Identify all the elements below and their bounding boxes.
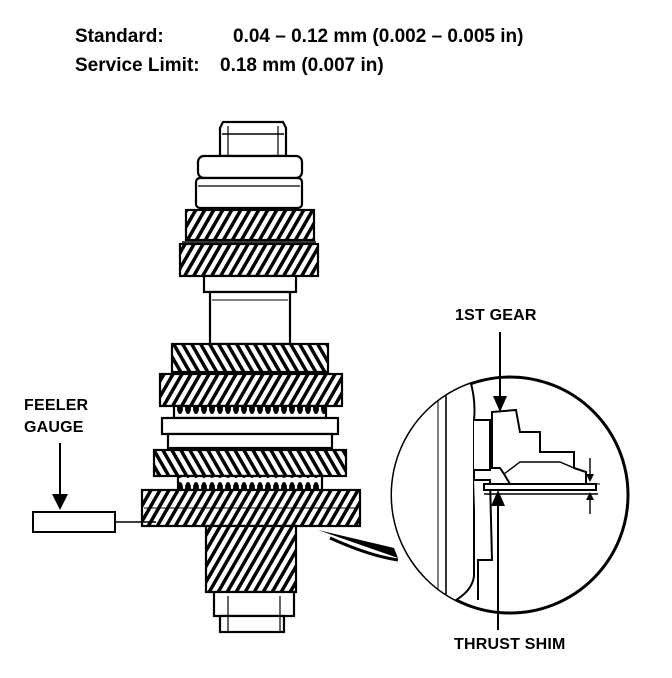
arrow-thrust-shim: [491, 490, 505, 630]
lower-shaft-teeth: [204, 524, 298, 594]
arrow-first-gear: [493, 332, 507, 412]
label-first-gear: 1ST GEAR: [455, 307, 537, 324]
spec-service-value: 0.18 mm (0.007 in): [220, 55, 384, 76]
label-feeler-line1: FEELER: [24, 397, 89, 414]
upper-hub: [194, 176, 304, 210]
feeler-gauge-body: [32, 511, 116, 533]
needle-bearing-upper: [172, 404, 328, 420]
label-thrust-shim: THRUST SHIM: [454, 636, 566, 653]
spec-service-label: Service Limit:: [75, 55, 200, 76]
gear-upper-2: [178, 242, 320, 278]
shaft-tail: [212, 590, 296, 618]
shaft-end: [218, 614, 286, 634]
mainshaft: [140, 120, 362, 634]
detail-thrust-shim: [483, 483, 597, 491]
synchro-gear: [152, 448, 348, 478]
label-feeler-line2: GAUGE: [24, 419, 84, 436]
needle-bearing-lower: [176, 474, 324, 492]
arrow-feeler: [52, 443, 68, 510]
hub-ring: [166, 432, 334, 450]
shaft-neck: [208, 290, 292, 346]
spec-standard-label: Standard:: [75, 26, 164, 47]
gear-middle-2: [158, 372, 344, 408]
gear-upper-1: [184, 208, 316, 242]
top-collar: [196, 154, 304, 180]
detail-leader: [318, 530, 398, 558]
shaft-nut: [218, 120, 288, 158]
detail-gear-body: [392, 379, 476, 613]
spec-standard-value: 0.04 – 0.12 mm (0.002 – 0.005 in): [233, 26, 524, 47]
spec-service-limit: Service Limit: 0.18 mm (0.007 in): [75, 55, 635, 79]
feeler-gauge: [32, 511, 156, 533]
spacer-ring: [160, 416, 340, 436]
spec-standard: Standard: 0.04 – 0.12 mm (0.002 – 0.005 …: [75, 26, 635, 50]
gear-middle-1: [170, 342, 330, 374]
shaft-neck-flange: [202, 274, 298, 294]
